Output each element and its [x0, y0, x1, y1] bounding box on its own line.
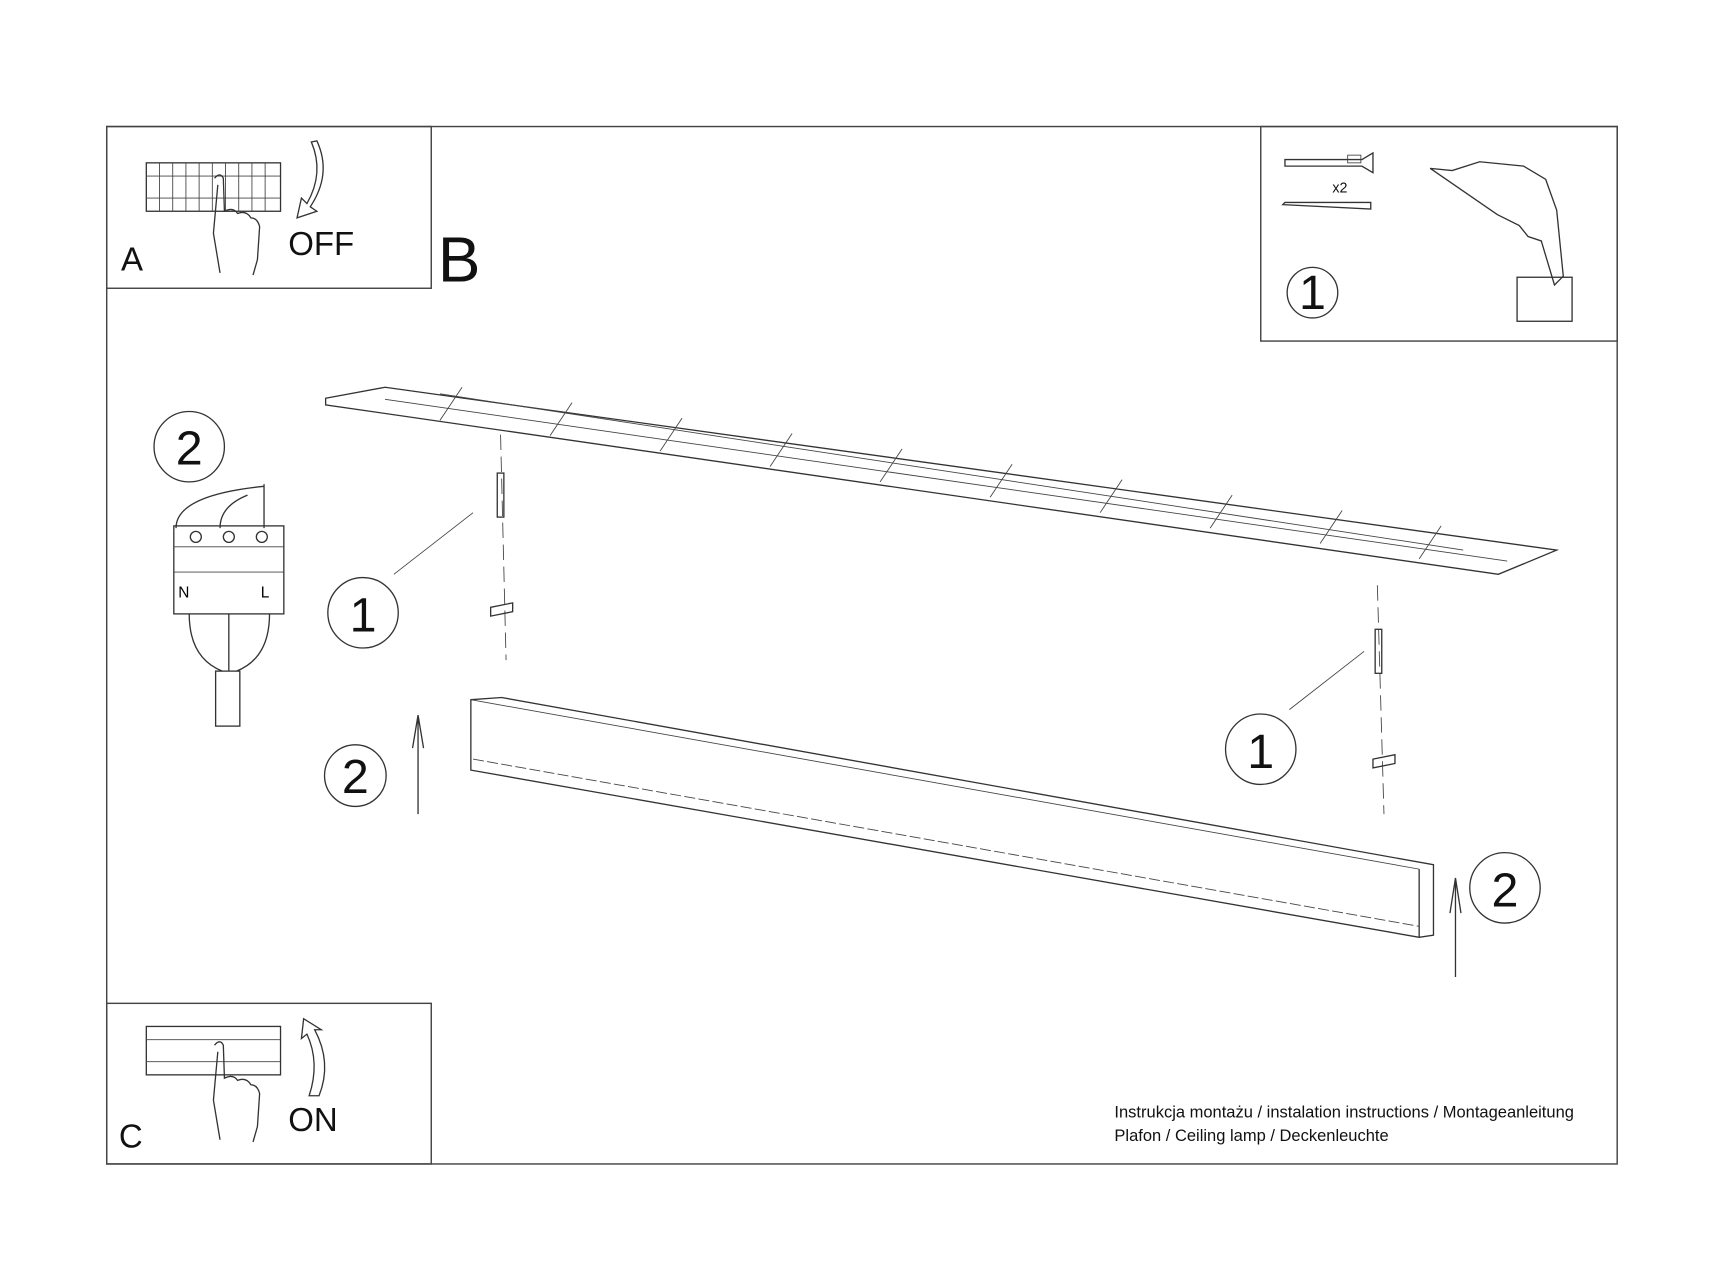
wiring-terminal-diagram: 2 N L [153, 410, 285, 727]
step-2-left: 2 [342, 750, 369, 804]
footer-instructions-title: Instrukcja montażu / instalation instruc… [1114, 1104, 1574, 1122]
panel-a-letter: A [121, 241, 143, 278]
power-on-label: ON [288, 1101, 338, 1138]
arrow-up-curved-icon [300, 1017, 326, 1097]
panel-b-letter: B [438, 224, 481, 296]
panel-a-power-off: A OFF [105, 125, 432, 289]
panel-tools: x2 1 [1260, 125, 1618, 342]
circuit-breaker-icon [145, 1025, 282, 1076]
drill-icon [1429, 161, 1573, 322]
page-frame [105, 125, 1618, 1165]
hand-icon [212, 1041, 261, 1143]
circuit-breaker-icon [145, 162, 282, 212]
arrow-up-icon [411, 714, 425, 815]
panel-c-letter: C [119, 1117, 143, 1154]
step-1-right: 1 [1247, 725, 1274, 779]
power-off-label: OFF [288, 225, 354, 262]
step-1-left: 1 [350, 588, 377, 642]
cable-icon [214, 670, 241, 727]
terminal-n-label: N [178, 584, 189, 601]
step-circle [1286, 266, 1339, 319]
hand-icon [212, 174, 261, 276]
mounting-screws [489, 434, 1396, 815]
step-callouts: 1 1 2 2 [323, 512, 1541, 977]
ceiling-mounting-plate [324, 386, 1560, 575]
step-2-right: 2 [1492, 864, 1519, 918]
screw-icon [1281, 201, 1372, 210]
wall-plug-icon [1284, 151, 1374, 174]
linear-ceiling-lamp [470, 696, 1435, 939]
footer-product-type: Plafon / Ceiling lamp / Deckenleuchte [1114, 1127, 1388, 1145]
arrow-down-curved-icon [296, 140, 324, 219]
panel-c-power-on: C ON [105, 1002, 432, 1165]
tools-step-number: 1 [1299, 266, 1326, 320]
arrow-up-icon [1449, 877, 1462, 977]
wiring-step-number: 2 [176, 421, 203, 475]
terminal-l-label: L [261, 584, 270, 601]
quantity-label: x2 [1332, 181, 1347, 197]
